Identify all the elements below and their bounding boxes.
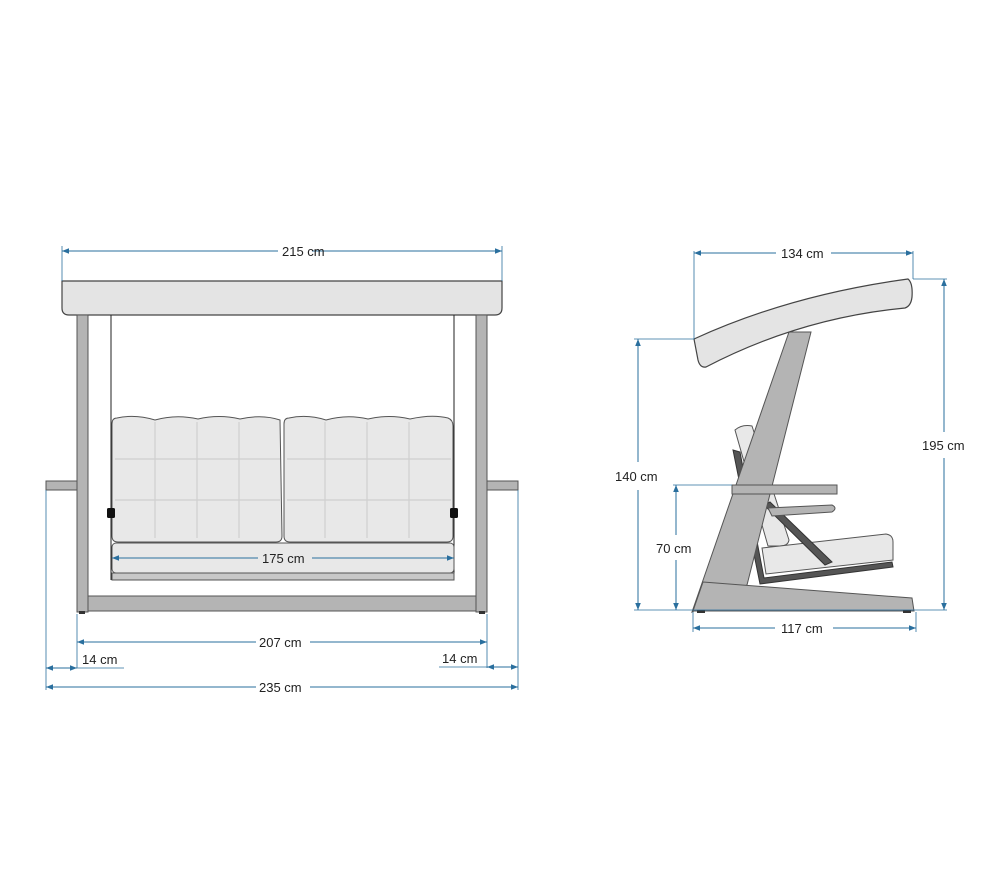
- armrest-lower: [767, 504, 836, 517]
- right-clip: [450, 508, 458, 518]
- side-seat-cushion: [761, 533, 894, 575]
- dim-canopy-depth: 134 cm: [781, 246, 824, 261]
- armrest: [731, 484, 838, 495]
- right-post: [475, 314, 488, 613]
- back-cushion-right: [283, 415, 454, 543]
- canopy-side: [693, 278, 913, 368]
- dim-armrest-height: 70 cm: [656, 541, 691, 556]
- left-post: [76, 314, 89, 613]
- foot-pad: [697, 610, 705, 613]
- dim-canopy-front-height: 140 cm: [615, 469, 658, 484]
- right-foot: [486, 480, 519, 491]
- side-base: [692, 581, 915, 612]
- dim-inner-width: 207 cm: [259, 635, 302, 650]
- dim-base-depth: 117 cm: [781, 621, 823, 636]
- dim-total-width: 235 cm: [259, 680, 302, 695]
- canopy-front: [61, 280, 503, 316]
- foot-pad: [479, 611, 485, 614]
- seat-frame: [732, 449, 894, 585]
- tufting-lines: [115, 422, 451, 538]
- seat-base: [111, 572, 455, 581]
- dim-right-overhang: 14 cm: [442, 651, 477, 666]
- bottom-bar: [87, 595, 477, 612]
- front-view: 215 cm 175 cm 207 cm 14 cm 14 cm 235 cm: [45, 244, 519, 695]
- dim-left-overhang: 14 cm: [82, 652, 117, 667]
- dim-canopy-width: 215 cm: [282, 244, 325, 259]
- dim-seat-width: 175 cm: [262, 551, 305, 566]
- dim-total-height: 195 cm: [922, 438, 965, 453]
- side-view: 134 cm 140 cm 195 cm 70 cm 117 cm: [615, 246, 965, 636]
- left-foot: [45, 480, 78, 491]
- left-clip: [107, 508, 115, 518]
- foot-pad: [903, 610, 911, 613]
- foot-pad: [79, 611, 85, 614]
